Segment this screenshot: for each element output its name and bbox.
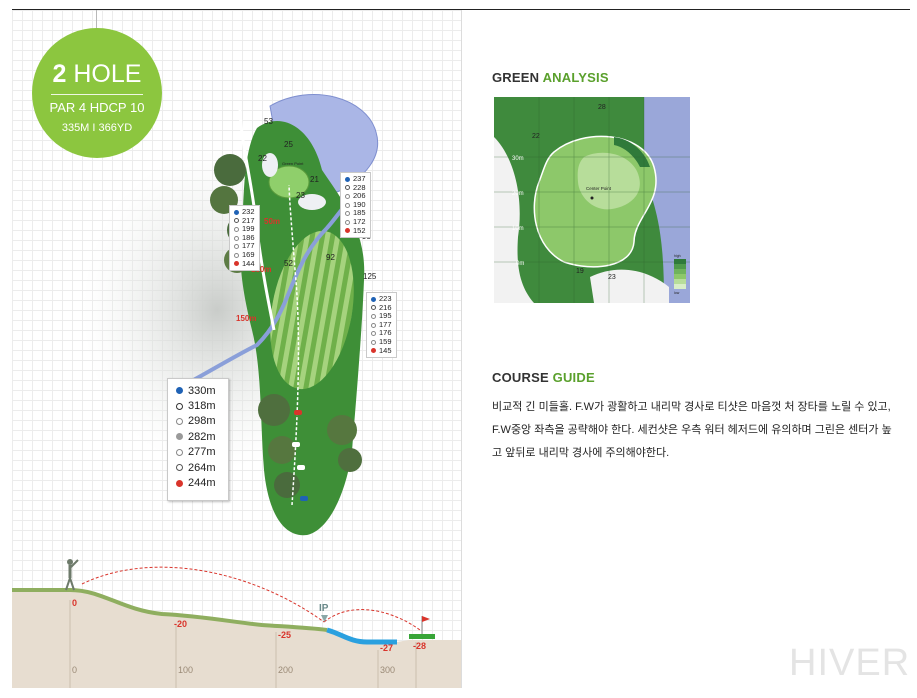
fairway bbox=[270, 230, 354, 390]
tree bbox=[274, 472, 300, 498]
axis-label: 300 bbox=[380, 665, 395, 675]
golfer-icon bbox=[65, 559, 79, 591]
tee-marker-icon bbox=[176, 387, 183, 395]
tree bbox=[327, 415, 357, 445]
tee-row: 318m bbox=[176, 398, 228, 413]
bunker-label: 21 bbox=[310, 175, 319, 184]
green-point-label: Green Point bbox=[282, 161, 304, 166]
hole-title: 2 HOLE bbox=[32, 60, 162, 88]
yardage-marker: 92 bbox=[326, 253, 335, 262]
distance-marker: 50m bbox=[264, 217, 280, 226]
bunker-label: 53 bbox=[264, 117, 273, 126]
hole-number: 2 bbox=[52, 60, 67, 88]
elevation-label: -20 bbox=[174, 619, 187, 629]
shot-line bbox=[288, 184, 300, 506]
center-point-dot bbox=[590, 196, 594, 200]
bunker bbox=[298, 194, 326, 210]
tee-yardage-legend: 330m 318m 298m 282m 277m 264m 244m bbox=[167, 378, 229, 501]
tee-white bbox=[292, 442, 300, 447]
yardage-box-lower: 223 216 195 177 176 159 145 bbox=[366, 292, 397, 359]
elevation-label: 0 bbox=[72, 598, 77, 608]
bunker-left bbox=[494, 137, 534, 303]
green-label: 10m bbox=[512, 226, 524, 232]
tee-row: 330m bbox=[176, 383, 228, 398]
tee-white bbox=[297, 465, 305, 470]
axis-label: 200 bbox=[278, 665, 293, 675]
tree bbox=[338, 448, 362, 472]
green-slope-zone bbox=[614, 137, 650, 167]
green-label: 30m bbox=[512, 156, 524, 162]
water-edge bbox=[644, 97, 690, 303]
tee-row: 277m bbox=[176, 445, 228, 460]
green-label: 23 bbox=[608, 274, 616, 281]
green-label: 20m bbox=[512, 191, 524, 197]
elevation-label: -25 bbox=[278, 630, 291, 640]
axis-label: 0 bbox=[72, 665, 77, 675]
tee-row: 298m bbox=[176, 414, 228, 429]
badge-divider bbox=[51, 94, 143, 95]
watermark: HIVER bbox=[789, 642, 911, 684]
approach-arc bbox=[323, 609, 421, 631]
tee-marker-icon bbox=[176, 479, 183, 487]
profile-ground bbox=[12, 590, 461, 688]
svg-text:low: low bbox=[674, 291, 680, 295]
top-rule bbox=[12, 9, 910, 10]
creek bbox=[189, 198, 352, 384]
slope-scale-legend: high low bbox=[674, 254, 686, 295]
hole-map-panel: 53 25 22 21 23 Green Point 95 92 52 125 … bbox=[12, 10, 462, 688]
yardage-box-left: 232 217 199 186 177 169 144 bbox=[229, 205, 260, 272]
profile-water bbox=[326, 627, 397, 645]
course-guide-text: 비교적 긴 미들홀. F.W가 광활하고 내리막 경사로 티샷은 마음껏 처 장… bbox=[492, 401, 892, 459]
hole-badge: 2 HOLE PAR 4 HDCP 10 335M I 366YD bbox=[32, 28, 162, 158]
ip-marker-icon bbox=[321, 615, 328, 622]
distance-marker: 150m bbox=[236, 314, 256, 323]
axis-label: 100 bbox=[178, 665, 193, 675]
bunker bbox=[262, 153, 278, 177]
tee-blue bbox=[300, 496, 308, 501]
hole-word: HOLE bbox=[73, 60, 142, 88]
tee-shot-arc bbox=[81, 566, 325, 623]
profile-green bbox=[409, 634, 435, 639]
tree bbox=[214, 154, 246, 186]
bunker-label: 22 bbox=[258, 154, 267, 163]
green-label: 22 bbox=[532, 133, 540, 140]
course-guide-heading: COURSE GUIDE bbox=[492, 370, 595, 385]
tee-red bbox=[294, 410, 302, 415]
bunker-label: 23 bbox=[296, 191, 305, 200]
bunker-bottom bbox=[590, 269, 669, 303]
tee-marker-icon bbox=[176, 402, 183, 410]
green-label: 19 bbox=[576, 268, 584, 275]
yardage-box-upper: 237 228 206 190 185 172 152 bbox=[340, 172, 371, 239]
distance-marker: 100m bbox=[251, 265, 271, 274]
tee-row: 264m bbox=[176, 460, 228, 475]
elevation-label: -28 bbox=[413, 641, 426, 651]
yardage-marker: 52 bbox=[284, 259, 293, 268]
tee-marker-icon bbox=[176, 464, 183, 472]
bunker-label: 25 bbox=[284, 140, 293, 149]
profile-fairway-line bbox=[12, 588, 328, 632]
tee-marker-icon bbox=[176, 448, 183, 456]
green-label: Center Point bbox=[586, 186, 612, 191]
yardage-marker: 125 bbox=[363, 272, 377, 281]
svg-text:high: high bbox=[674, 254, 681, 258]
green-analysis-heading: GREEN ANALYSIS bbox=[492, 70, 609, 85]
green-grid bbox=[494, 97, 690, 303]
ip-label: IP bbox=[319, 603, 329, 614]
tee-marker-icon bbox=[176, 433, 183, 441]
green-analysis-diagram: Center Point 28 22 30m 20m 10m 0m 19 23 … bbox=[494, 97, 690, 303]
green-label: 0m bbox=[516, 261, 524, 267]
tee-marker-icon bbox=[176, 417, 183, 425]
tree bbox=[268, 436, 296, 464]
tee-row: 244m bbox=[176, 475, 228, 490]
flag-icon bbox=[422, 616, 430, 622]
tree bbox=[258, 394, 290, 426]
tee-row: 282m bbox=[176, 429, 228, 444]
green-label: 28 bbox=[598, 104, 606, 111]
par-hdcp: PAR 4 HDCP 10 bbox=[49, 100, 145, 115]
elevation-label: -27 bbox=[380, 643, 393, 653]
hole-distance: 335M I 366YD bbox=[61, 122, 133, 134]
badge-string bbox=[96, 10, 97, 38]
